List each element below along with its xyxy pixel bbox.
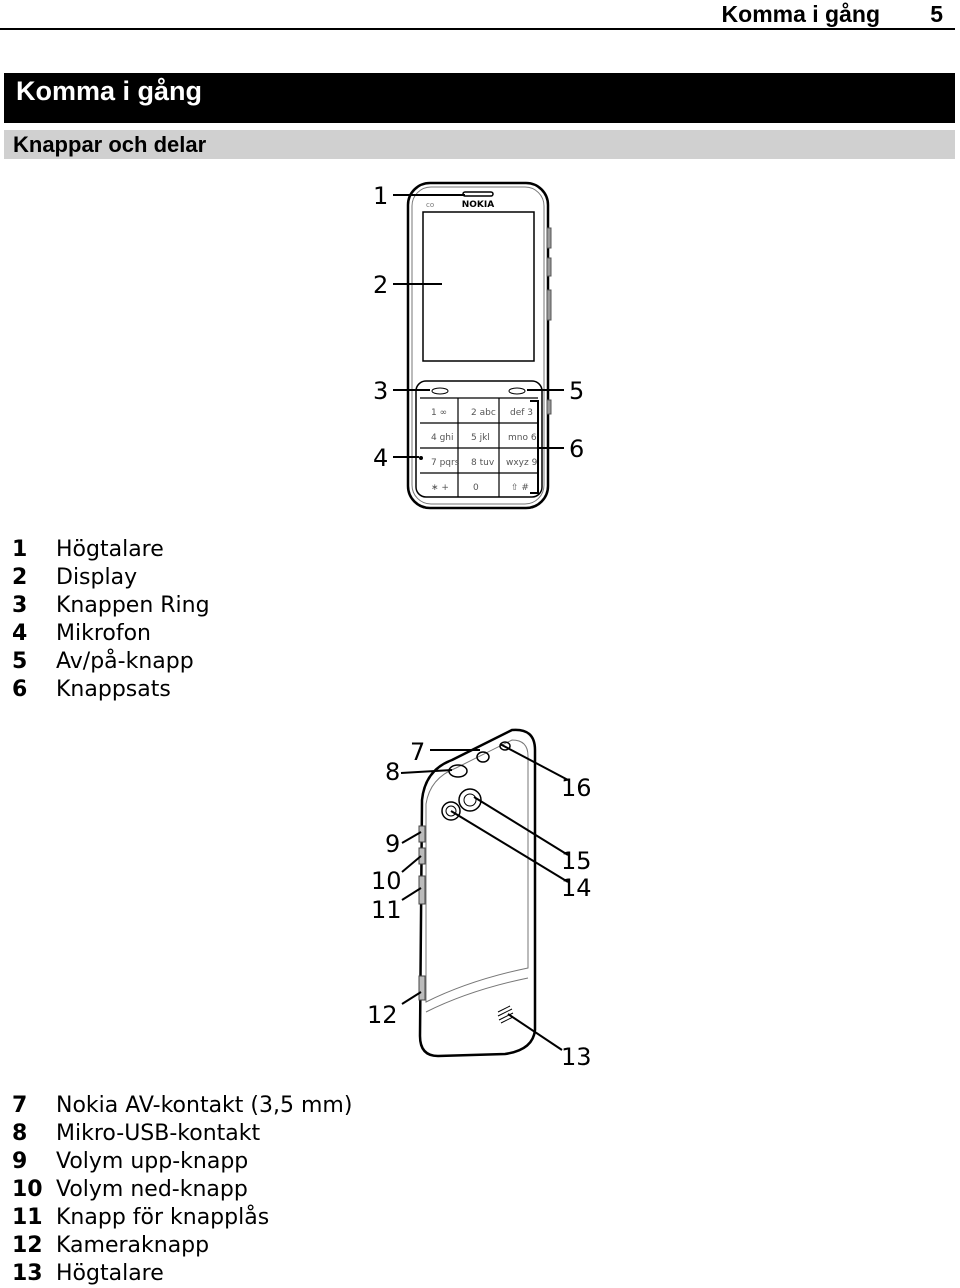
key-4: 4 ghi: [431, 433, 454, 443]
legend-number: 9: [12, 1149, 28, 1174]
key-5: 5 jkl: [471, 433, 490, 443]
legend-item: 12 Kameraknapp: [12, 1232, 352, 1260]
callout-9: 9: [385, 830, 400, 858]
chapter-title: Komma i gång: [16, 76, 203, 106]
back-phone-illustration: [418, 728, 537, 1058]
key-0: 0: [473, 483, 479, 493]
legend-number: 11: [12, 1205, 43, 1230]
legend-label: Volym ned-knapp: [56, 1177, 248, 1202]
legend-number: 2: [12, 565, 28, 590]
callout-8: 8: [385, 758, 400, 786]
callout-11: 11: [371, 896, 402, 924]
key-2: 2 abc: [471, 408, 496, 418]
key-1: 1 ∞: [431, 408, 447, 418]
legend-item: 9 Volym upp-knapp: [12, 1148, 352, 1176]
brand-logo: NOKIA: [462, 200, 495, 210]
legend-item: 1 Högtalare: [12, 536, 210, 564]
legend-item: 8 Mikro-USB-kontakt: [12, 1120, 352, 1148]
legend-number: 12: [12, 1233, 43, 1258]
legend-label: Knapp för knapplås: [56, 1205, 270, 1230]
back-callout-lines: [400, 743, 569, 1051]
front-callout-numbers: 1 2 3 4 5 6: [373, 182, 584, 472]
legend-label: Mikrofon: [56, 621, 152, 646]
page-number: 5: [930, 1, 943, 27]
key-6: mno 6: [508, 433, 537, 443]
legend-back: 7 Nokia AV-kontakt (3,5 mm) 8 Mikro-USB-ko…: [12, 1092, 352, 1288]
legend-item: 10 Volym ned-knapp: [12, 1176, 352, 1204]
keypad-labels: 1 ∞ 2 abc def 3 4 ghi 5 jkl mno 6 7 pqrs…: [431, 408, 538, 493]
legend-item: 3 Knappen Ring: [12, 592, 210, 620]
legend-item: 6 Knappsats: [12, 676, 210, 704]
legend-label: Knappen Ring: [56, 593, 210, 618]
key-3: def 3: [510, 408, 533, 418]
key-9: wxyz 9: [506, 458, 538, 468]
legend-number: 1: [12, 537, 28, 562]
legend-number: 8: [12, 1121, 28, 1146]
key-8: 8 tuv: [471, 458, 495, 468]
legend-number: 5: [12, 649, 28, 674]
callout-7: 7: [410, 738, 425, 766]
legend-item: 4 Mikrofon: [12, 620, 210, 648]
legend-number: 3: [12, 593, 28, 618]
callout-10: 10: [371, 867, 402, 895]
callout-13: 13: [561, 1043, 592, 1071]
section-title: Knappar och delar: [13, 132, 207, 157]
running-title: Komma i gång: [721, 1, 880, 27]
legend-item: 2 Display: [12, 564, 210, 592]
callout-4: 4: [373, 444, 388, 472]
callout-14: 14: [561, 874, 592, 902]
callout-15: 15: [561, 847, 592, 875]
callout-16: 16: [561, 774, 592, 802]
callout-1: 1: [373, 182, 388, 210]
running-header: Komma i gång 5: [0, 0, 955, 30]
key-7: 7 pqrs: [431, 458, 460, 468]
legend-number: 7: [12, 1093, 28, 1118]
legend-item: 7 Nokia AV-kontakt (3,5 mm): [12, 1092, 352, 1120]
front-phone-illustration: [406, 181, 552, 510]
legend-number: 10: [12, 1177, 43, 1202]
back-callout-numbers: 7 8 9 10 11 12 13 14 15 16: [367, 738, 592, 1071]
callout-2: 2: [373, 271, 388, 299]
key-star: ∗ +: [431, 483, 449, 493]
legend-number: 13: [12, 1261, 43, 1286]
legend-label: Volym upp-knapp: [56, 1149, 249, 1174]
legend-label: Kameraknapp: [56, 1233, 210, 1258]
front-callout-lines: [393, 194, 564, 494]
legend-number: 4: [12, 621, 28, 646]
callout-6: 6: [569, 435, 584, 463]
legend-label: Mikro-USB-kontakt: [56, 1121, 261, 1146]
legend-label: Knappsats: [56, 677, 171, 702]
legend-label: Nokia AV-kontakt (3,5 mm): [56, 1093, 353, 1118]
legend-item: 5 Av/på-knapp: [12, 648, 210, 676]
callout-12: 12: [367, 1001, 398, 1029]
sensor-icon: co: [426, 201, 434, 209]
legend-label: Högtalare: [56, 537, 164, 562]
legend-item: 13 Högtalare: [12, 1260, 352, 1288]
chapter-heading-bar: Komma i gång: [4, 73, 955, 123]
legend-item: 11 Knapp för knapplås: [12, 1204, 352, 1232]
section-heading-bar: Knappar och delar: [4, 130, 955, 159]
callout-3: 3: [373, 377, 388, 405]
legend-label: Av/på-knapp: [56, 649, 194, 674]
legend-label: Display: [56, 565, 138, 590]
legend-front: 1 Högtalare 2 Display 3 Knappen Ring 4 Mikro…: [12, 536, 210, 704]
key-hash: ⇧ #: [511, 483, 529, 493]
callout-5: 5: [569, 377, 584, 405]
legend-label: Högtalare: [56, 1261, 164, 1286]
legend-number: 6: [12, 677, 28, 702]
